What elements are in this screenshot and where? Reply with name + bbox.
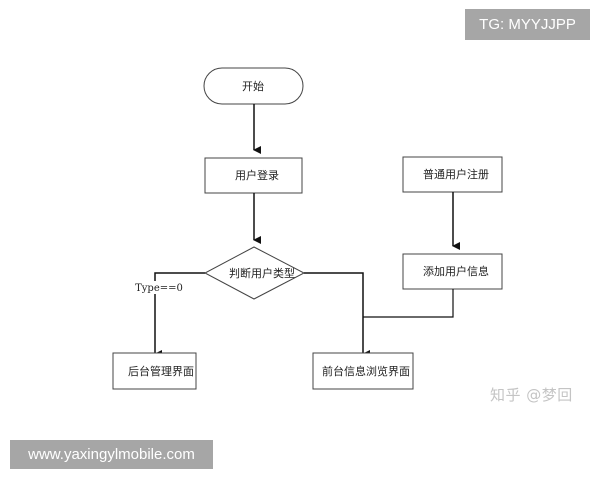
type-condition-label: Type==0 xyxy=(135,283,183,294)
admin-label: 后台管理界面 xyxy=(128,364,194,378)
start-node: 开始 xyxy=(203,67,304,105)
login-node: 用户登录 xyxy=(204,157,303,194)
admin-node: 后台管理界面 xyxy=(112,352,197,390)
frontend-label: 前台信息浏览界面 xyxy=(322,364,410,378)
start-label: 开始 xyxy=(242,79,264,93)
add-info-node: 添加用户信息 xyxy=(402,253,503,290)
decision-label: 判断用户类型 xyxy=(229,266,295,280)
register-label: 普通用户注册 xyxy=(423,167,489,181)
edge-addinfo-frontend xyxy=(363,289,454,318)
decision-node: 判断用户类型 xyxy=(203,246,306,300)
frontend-node: 前台信息浏览界面 xyxy=(312,352,414,390)
url-watermark: www.yaxingylmobile.com xyxy=(10,440,213,469)
register-node: 普通用户注册 xyxy=(402,156,503,193)
edge-decision-admin xyxy=(154,272,205,358)
add-info-label: 添加用户信息 xyxy=(423,264,489,278)
tag-watermark: TG: MYYJJPP xyxy=(465,9,590,40)
login-label: 用户登录 xyxy=(235,168,279,182)
zhihu-watermark: 知乎 @梦回 xyxy=(490,386,573,404)
edge-decision-frontend xyxy=(304,272,370,358)
